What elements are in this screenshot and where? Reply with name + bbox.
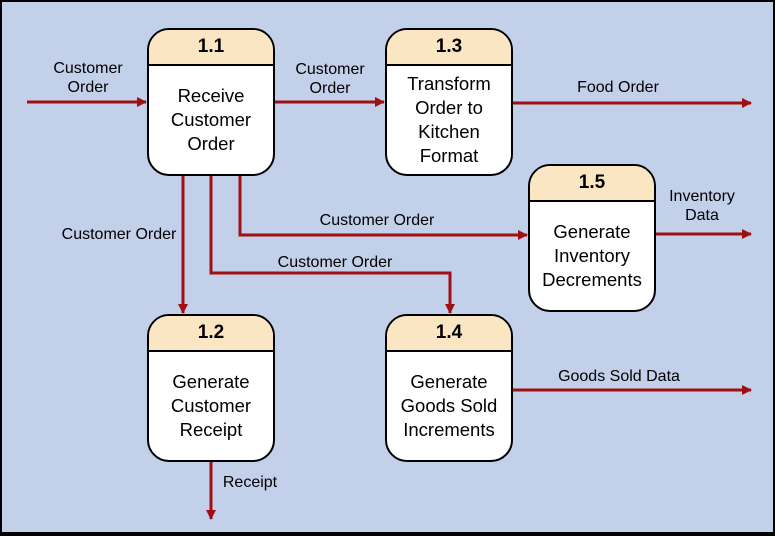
process-1-4-id: 1.4 [387, 316, 511, 352]
label-goods-sold-data: Goods Sold Data [558, 368, 680, 385]
process-1-3-id: 1.3 [387, 30, 511, 66]
flow-1-1-to-1-5 [238, 175, 528, 240]
label-inventory-data: Inventory Data [669, 188, 735, 224]
process-1-3-name: Transform Order to Kitchen Format [407, 73, 491, 166]
process-1-3: 1.3 Transform Order to Kitchen Format [385, 28, 513, 176]
process-1-1-id: 1.1 [149, 30, 273, 66]
label-to-1-2: Customer Order [61, 226, 177, 243]
process-1-4-name: Generate Goods Sold Increments [400, 371, 498, 440]
process-1-1: 1.1 Receive Customer Order [147, 28, 275, 176]
process-1-2-id: 1.2 [149, 316, 273, 352]
label-to-1-3: Customer Order [295, 61, 365, 97]
process-1-4: 1.4 Generate Goods Sold Increments [385, 314, 513, 462]
process-1-5-name: Generate Inventory Decrements [542, 221, 642, 290]
flow-1-1-to-1-4 [209, 175, 455, 314]
process-1-5-id: 1.5 [530, 166, 654, 202]
process-1-1-name: Receive Customer Order [170, 85, 252, 154]
label-to-1-4: Customer Order [277, 254, 393, 271]
process-1-2-name: Generate Customer Receipt [170, 371, 252, 440]
process-1-5: 1.5 Generate Inventory Decrements [528, 164, 656, 312]
label-food-order: Food Order [577, 79, 659, 96]
process-1-2: 1.2 Generate Customer Receipt [147, 314, 275, 462]
label-input-order: Customer Order [53, 60, 123, 96]
label-receipt: Receipt [222, 474, 278, 491]
label-to-1-5: Customer Order [319, 212, 435, 229]
